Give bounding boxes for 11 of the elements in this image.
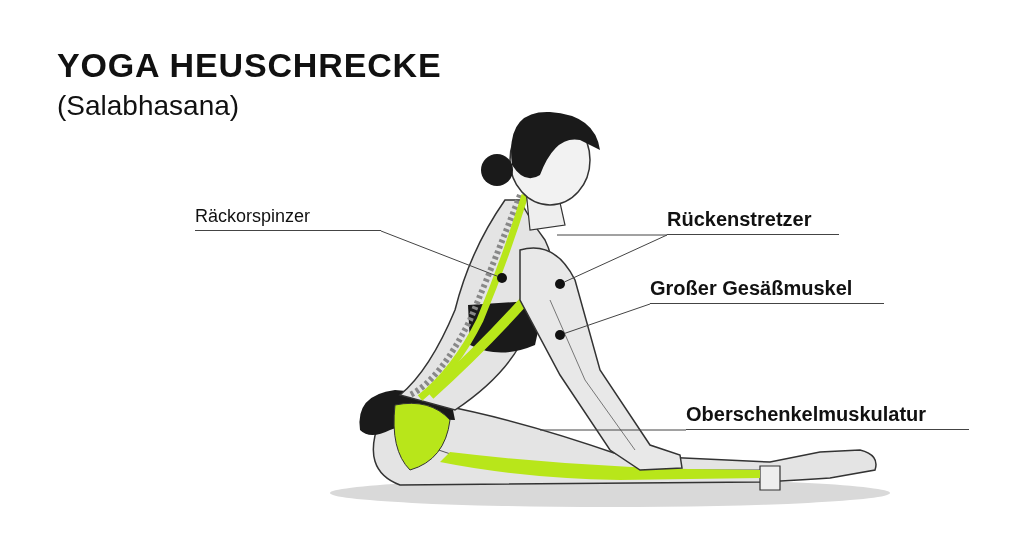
leader-line: [380, 230, 498, 277]
muscle-label: Räckorspinzer: [195, 203, 381, 231]
muscle-label: Großer Gesäßmuskel: [650, 274, 884, 304]
leader-line: [539, 429, 687, 431]
subtitle: (Salabhasana): [57, 92, 240, 120]
leader-line: [556, 234, 668, 236]
muscle-label: Oberschenkelmuskulatur: [686, 400, 969, 430]
muscle-label: Rückenstretzer: [667, 205, 839, 235]
title: YOGA HEUSCHRECKE: [57, 48, 442, 82]
leader-line: [564, 303, 651, 334]
leader-line: [564, 234, 668, 283]
